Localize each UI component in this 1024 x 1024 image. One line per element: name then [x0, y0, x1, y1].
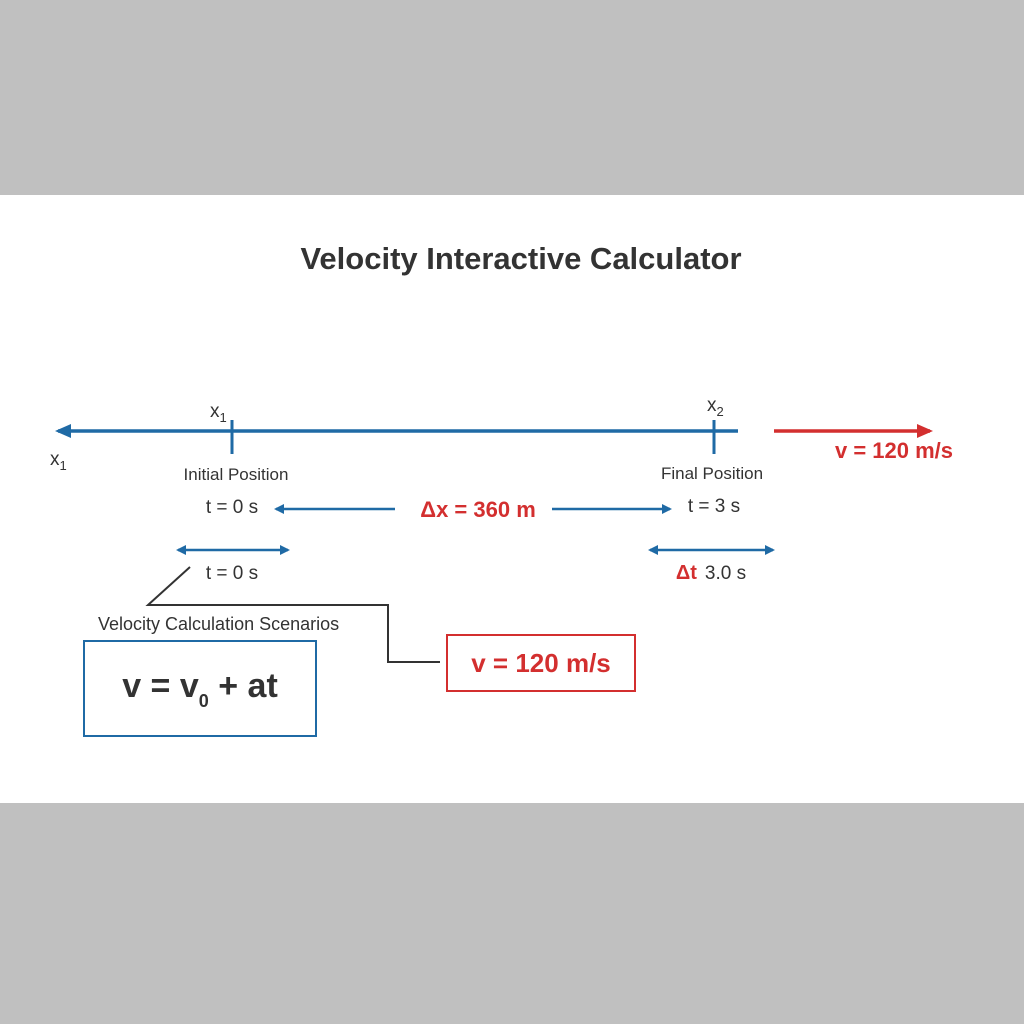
connector-line — [145, 566, 440, 663]
marker-x1-label: x1 — [210, 401, 227, 425]
marker-x2-label: x2 — [707, 395, 724, 419]
initial-time-label: t = 0 s — [206, 497, 258, 518]
diagram-panel: Velocity Interactive Calculator x1 x1 In… — [0, 195, 1024, 803]
formula-text: v = v0 + at — [122, 667, 278, 711]
axis-left-end-label: x1 — [50, 449, 67, 473]
final-time-label: t = 3 s — [688, 496, 740, 517]
velocity-arrow-label: v = 120 m/s — [835, 438, 953, 463]
displacement-label: Δx = 360 m — [420, 497, 536, 522]
result-value: v = 120 m/s — [471, 648, 611, 678]
result-box — [446, 634, 636, 692]
formula-box — [83, 640, 317, 737]
initial-interval-time: t = 0 s — [206, 563, 258, 584]
scenarios-label: Velocity Calculation Scenarios — [98, 614, 339, 634]
final-position-caption: Final Position — [661, 464, 763, 483]
page-title: Velocity Interactive Calculator — [300, 241, 741, 276]
initial-position-caption: Initial Position — [184, 465, 289, 484]
velocity-diagram: Velocity Interactive Calculator x1 x1 In… — [50, 241, 953, 737]
